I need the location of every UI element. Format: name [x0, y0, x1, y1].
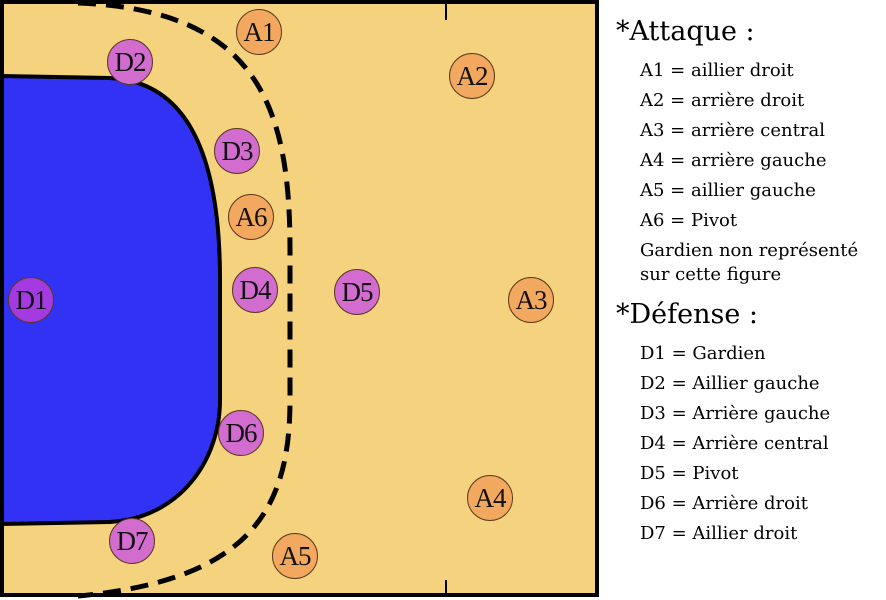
free-throw-line: [77, 0, 293, 599]
player-a5: A5: [272, 533, 318, 579]
legend-item: D7 = Aillier droit: [640, 523, 798, 544]
legend-item: A4 = arrière gauche: [640, 150, 827, 171]
player-d2: D2: [107, 39, 153, 85]
defense-legend-title: *Défense :: [616, 299, 759, 330]
legend-item: D3 = Arrière gauche: [640, 403, 831, 424]
player-d5: D5: [334, 269, 380, 315]
legend-item: A5 = aillier gauche: [640, 180, 816, 201]
legend-item: A2 = arrière droit: [640, 90, 805, 111]
legend-item: D6 = Arrière droit: [640, 493, 808, 514]
legend-item: D1 = Gardien: [640, 343, 766, 364]
legend-note: Gardien non représenté sur cette figure: [640, 240, 859, 285]
legend-item: D2 = Aillier gauche: [640, 373, 820, 394]
legend-item: A1 = aillier droit: [640, 60, 794, 81]
attack-legend-title: *Attaque :: [616, 16, 755, 47]
player-d6: D6: [218, 410, 264, 456]
legend-item: D4 = Arrière central: [640, 433, 829, 454]
legend-item: A6 = Pivot: [640, 210, 738, 231]
player-d7: D7: [109, 518, 155, 564]
legend-item: A3 = arrière central: [640, 120, 825, 141]
defense-legend-list: D1 = Gardien D2 = Aillier gauche D3 = Ar…: [616, 339, 884, 549]
handball-court: [0, 0, 599, 599]
player-a2: A2: [449, 53, 495, 99]
player-a1: A1: [236, 9, 282, 55]
attack-legend-list: A1 = aillier droit A2 = arrière droit A3…: [616, 56, 884, 287]
player-d3: D3: [214, 128, 260, 174]
player-a4: A4: [467, 475, 513, 521]
legend: *Attaque : A1 = aillier droit A2 = arriè…: [616, 12, 884, 555]
player-a6: A6: [228, 194, 274, 240]
player-d1: D1: [8, 277, 54, 323]
legend-item: D5 = Pivot: [640, 463, 739, 484]
player-d4: D4: [232, 267, 278, 313]
player-a3: A3: [508, 277, 554, 323]
goal-area: [0, 73, 222, 527]
